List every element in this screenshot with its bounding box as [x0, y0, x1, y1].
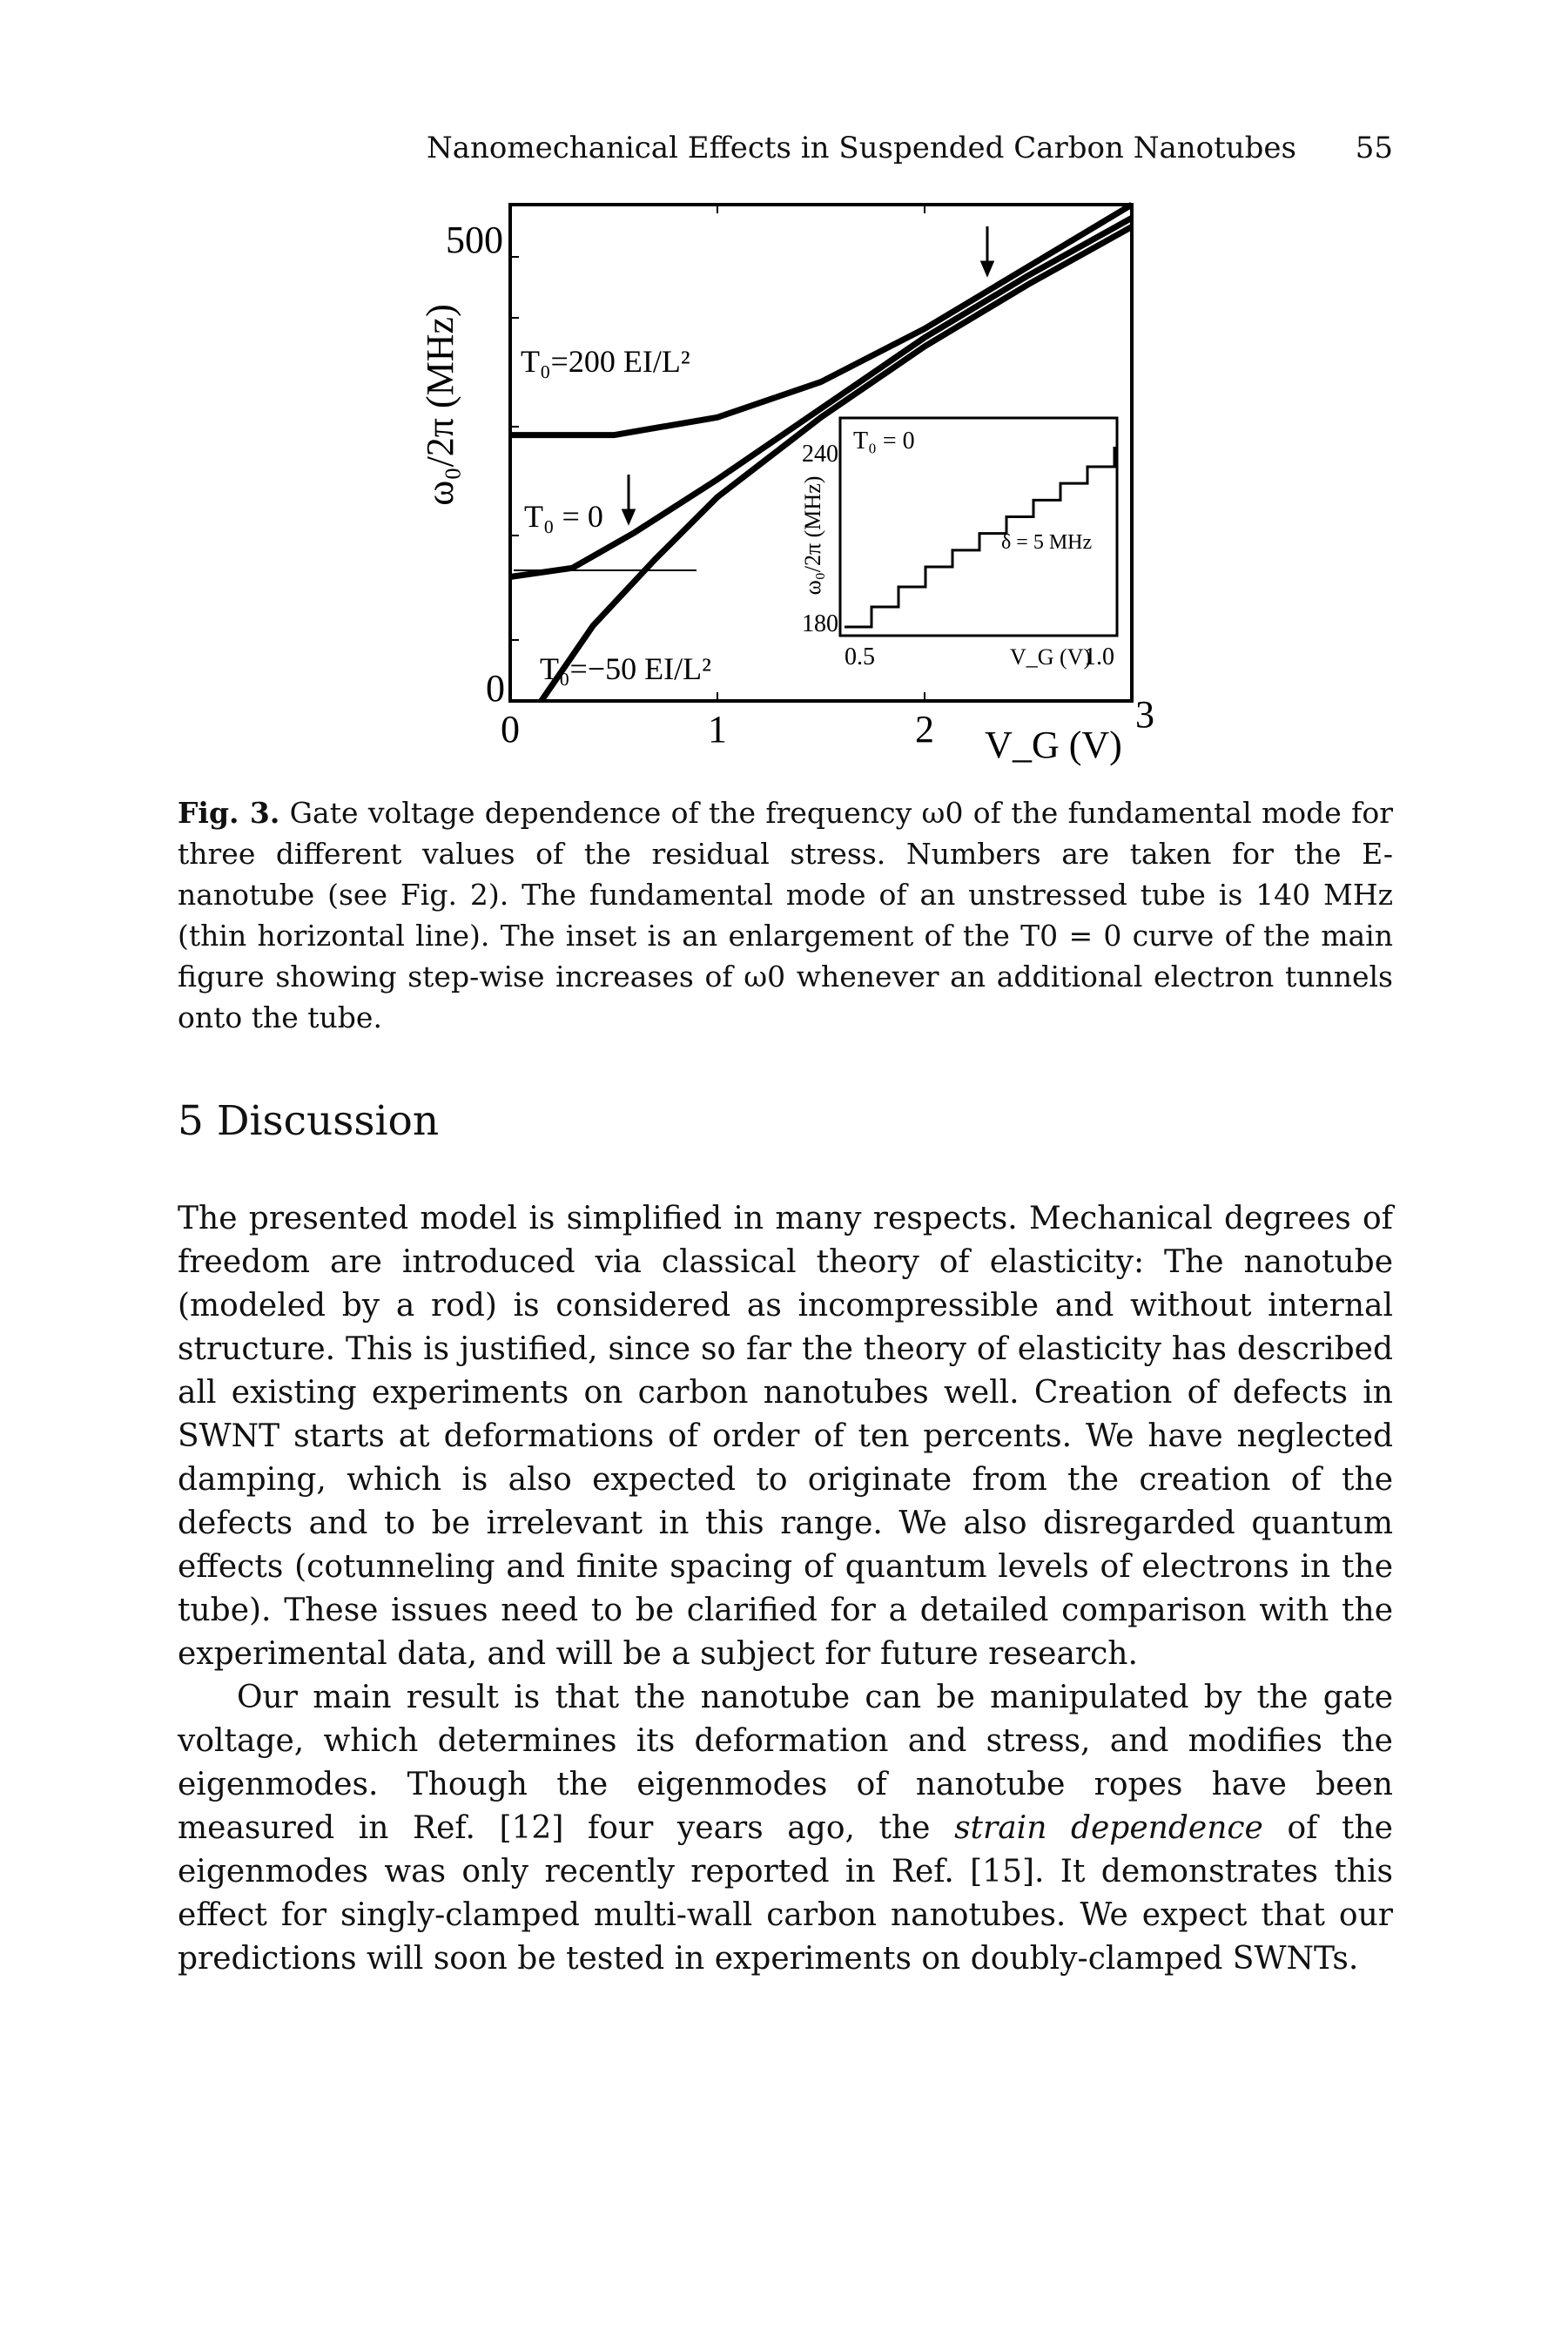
label-t0: T₀ = 0: [524, 499, 603, 534]
main-x-axis-label: V_G (V): [985, 724, 1122, 766]
inset-step-curve: [845, 447, 1116, 629]
label-tm50: T₀=−50 EI/L²: [540, 651, 711, 686]
paragraph-2-part-a: Our main result is that the nanotube can…: [178, 1680, 1393, 1846]
inset-ytick-180: 180: [802, 610, 838, 637]
main-xtick-3: 3: [1135, 693, 1154, 736]
main-series-line-2: [538, 224, 1134, 703]
inset-series-line: [845, 447, 1116, 629]
paragraph-2-part-b: of the eigenmodes was only recently repo…: [178, 1810, 1393, 1977]
section-body: The presented model is simplified in man…: [178, 1197, 1393, 1981]
main-series-line-1: [509, 215, 1134, 580]
arrow-markers: [621, 226, 995, 526]
inset-frame: [838, 416, 1119, 637]
running-head: Nanomechanical Effects in Suspended Carb…: [427, 131, 1393, 174]
inset-ytick-240: 240: [802, 441, 838, 468]
main-ytick-0: 0: [486, 667, 505, 710]
main-xtick-1: 1: [708, 708, 727, 751]
figure-3: ω₀/2π (MHz) 500 0 0 1 2 3 V_G (V) T₀=200…: [419, 201, 1154, 766]
figure-caption: Fig. 3. Gate voltage dependence of the f…: [178, 792, 1393, 1038]
paragraph-1: The presented model is simplified in man…: [178, 1201, 1393, 1672]
main-curves: [509, 201, 1134, 703]
main-xtick-2: 2: [915, 708, 934, 751]
main-series-line-0: [510, 201, 1134, 439]
inset-x-axis-label: V_G (V): [1010, 644, 1091, 670]
running-title: Nanomechanical Effects in Suspended Carb…: [427, 131, 1296, 165]
caption-label: Fig. 3.: [178, 796, 280, 830]
inset-xtick-05: 0.5: [845, 643, 875, 670]
inset-title: T₀ = 0: [853, 428, 915, 455]
paragraph-2-emphasis: strain dependence: [954, 1810, 1263, 1846]
page-number: 55: [1355, 131, 1393, 165]
main-y-axis-label: ω₀/2π (MHz): [419, 304, 461, 505]
inset-xtick-10: 1.0: [1084, 643, 1114, 670]
caption-text: Gate voltage dependence of the frequency…: [178, 796, 1393, 1034]
section-heading: 5 Discussion: [178, 1097, 440, 1145]
inset-y-axis-label: ω₀/2π (MHz): [800, 476, 825, 596]
main-ticks: [510, 205, 925, 701]
main-plot-frame: [508, 203, 1134, 703]
main-xtick-0: 0: [501, 708, 520, 751]
inset-delta-label: δ = 5 MHz: [1001, 531, 1092, 554]
paragraph-2: Our main result is that the nanotube can…: [178, 1676, 1393, 1981]
main-ytick-500: 500: [446, 219, 503, 261]
label-t200: T₀=200 EI/L²: [521, 344, 690, 379]
